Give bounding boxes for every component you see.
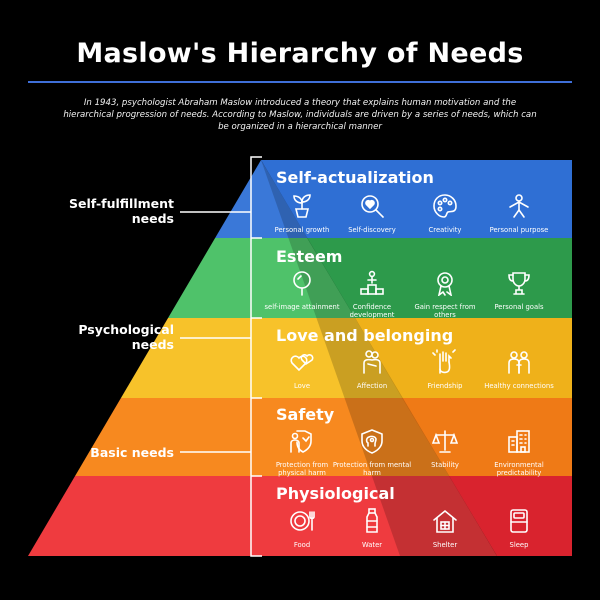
item-love: Love (262, 349, 342, 391)
house-icon (433, 509, 457, 533)
item-stability: Stability (405, 428, 485, 470)
bed-icon (510, 509, 528, 533)
people-icon (508, 351, 530, 374)
plant-icon (293, 194, 311, 218)
mirror-icon (293, 271, 311, 296)
item-shelter: Shelter (405, 508, 485, 550)
podium-icon (360, 270, 384, 295)
intro-text: In 1943, psychologist Abraham Maslow int… (63, 98, 537, 132)
item-physical-harm: Protection from physical harm (262, 428, 342, 477)
level-title-esteem: Esteem (276, 247, 343, 266)
medal-icon (437, 272, 453, 296)
item-environmental: Environmental predictability (479, 428, 559, 477)
palette-icon (433, 194, 457, 218)
hearts-icon (290, 354, 314, 372)
page-title: Maslow's Hierarchy of Needs (76, 38, 524, 69)
item-affection: Affection (332, 349, 412, 391)
item-personal-goals: Personal goals (479, 270, 559, 312)
pyramid-shadow (261, 160, 497, 556)
shield-head-icon (361, 429, 383, 454)
buildings-icon (508, 430, 530, 453)
item-personal-growth: Personal growth (262, 193, 342, 235)
high-five-icon (432, 349, 456, 374)
hugging-icon (363, 350, 381, 374)
item-self-image: self-image attainment (262, 270, 342, 312)
level-title-love-belonging: Love and belonging (276, 326, 454, 345)
item-mental-harm: Protection from mental harm (332, 428, 412, 477)
level-title-safety: Safety (276, 405, 335, 424)
item-friendship: Friendship (405, 349, 485, 391)
item-healthy-connections: Healthy connections (479, 349, 559, 391)
band-safety (28, 398, 572, 476)
level-title-self-actualization: Self-actualization (276, 168, 434, 187)
item-confidence: Confidence development (332, 270, 412, 319)
plate-icon (290, 511, 315, 531)
group-label-psychological: Psychological needs (78, 322, 174, 352)
group-label-self-fulfillment: Self-fulfillment needs (68, 196, 174, 226)
group-label-basic: Basic needs (90, 445, 174, 460)
shield-person-icon (290, 430, 312, 453)
bottle-icon (366, 508, 378, 533)
trophy-icon (508, 272, 530, 295)
title-divider (28, 81, 572, 83)
item-water: Water (332, 508, 412, 550)
magnifier-heart-icon (361, 195, 384, 218)
item-respect: Gain respect from others (405, 270, 485, 319)
item-creativity: Creativity (405, 193, 485, 235)
item-food: Food (262, 508, 342, 550)
item-personal-purpose: Personal purpose (479, 193, 559, 235)
level-title-physiological: Physiological (276, 484, 395, 503)
person-arrow-icon (509, 194, 529, 218)
item-self-discovery: Self-discovery (332, 193, 412, 235)
level-bracket (180, 156, 262, 557)
scales-icon (432, 430, 458, 453)
item-sleep: Sleep (479, 508, 559, 550)
